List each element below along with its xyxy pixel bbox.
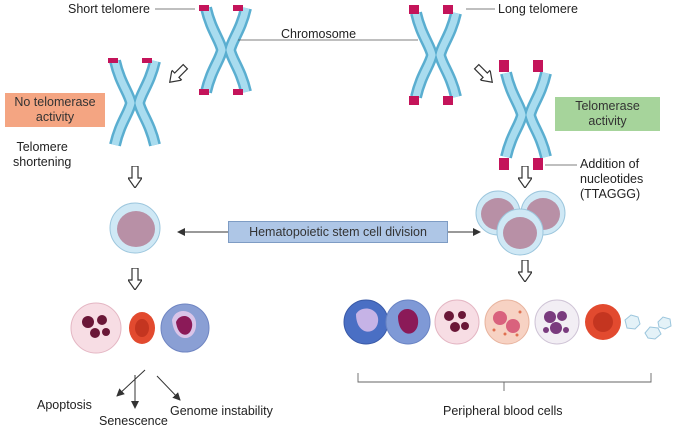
chromosome-icon <box>409 5 456 105</box>
neutrophil-icon <box>70 302 122 354</box>
no-telomerase-text: No telomerase activity <box>14 95 96 124</box>
monocyte-icon <box>160 303 210 353</box>
genome-instability-label: Genome instability <box>170 404 273 418</box>
short-telomere-label: Short telomere <box>68 2 150 16</box>
platelet-icon <box>624 314 672 340</box>
monocyte-icon <box>385 299 431 345</box>
peripheral-blood-cells-label: Peripheral blood cells <box>443 404 563 418</box>
hematopoietic-stem-cell-icon <box>109 202 161 254</box>
hematopoietic-stem-cell-icon <box>475 190 566 256</box>
chromosome-label: Chromosome <box>281 27 357 41</box>
hsc-division-text: Hematopoietic stem cell division <box>249 224 427 239</box>
long-telomere-label: Long telomere <box>498 2 578 16</box>
telomere-shortening-label: Telomere shortening <box>13 140 72 169</box>
apoptosis-label: Apoptosis <box>37 398 92 412</box>
addition-label: Addition of nucleotides (TTAGGG) <box>580 157 644 201</box>
eosinophil-icon <box>484 299 530 345</box>
red-blood-cell-icon <box>585 304 621 340</box>
hsc-division-box: Hematopoietic stem cell division <box>228 221 448 243</box>
chromosome-icon <box>199 5 246 95</box>
telomerase-box: Telomerase activity <box>555 97 660 131</box>
no-telomerase-box: No telomerase activity <box>5 93 105 127</box>
red-blood-cell-icon <box>129 312 155 344</box>
chromosome-icon <box>108 58 155 145</box>
telomerase-text: Telomerase activity <box>575 99 640 128</box>
senescence-label: Senescence <box>99 414 168 428</box>
chromosome-icon <box>499 60 546 170</box>
lymphocyte-icon <box>343 299 389 345</box>
neutrophil-icon <box>434 299 480 345</box>
basophil-icon <box>534 299 580 345</box>
